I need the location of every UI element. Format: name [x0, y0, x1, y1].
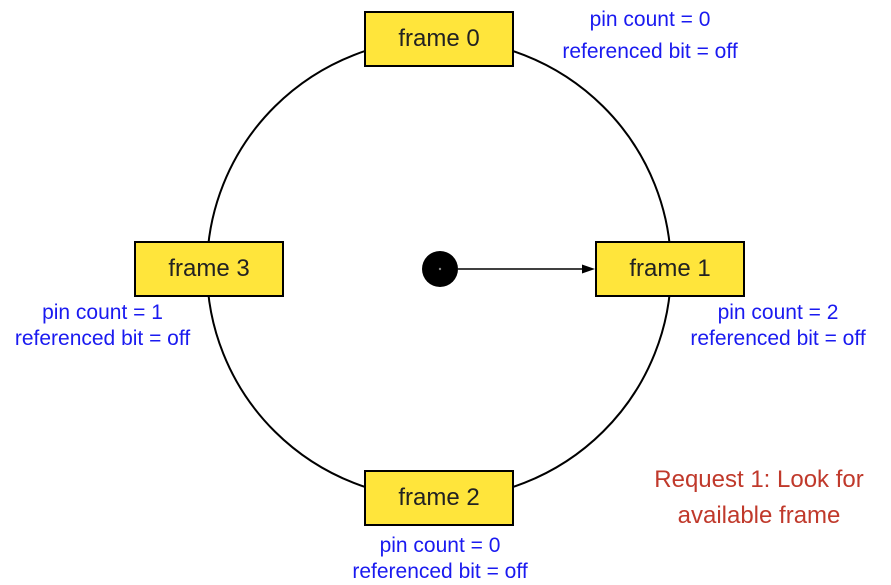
frame-1-info: pin count = 2 referenced bit = off	[668, 300, 888, 352]
frame-0-info: pin count = 0 referenced bit = off	[540, 7, 760, 65]
frame-2-box: frame 2	[364, 470, 514, 526]
clock-hand-arrowhead	[582, 264, 595, 274]
frame-2-info: pin count = 0 referenced bit = off	[330, 533, 550, 585]
request-note-line-1: Request 1: Look for	[654, 466, 864, 493]
clock-hub-dot	[438, 267, 442, 271]
frame-1-box: frame 1	[595, 241, 745, 297]
frame-2-referenced-bit: referenced bit = off	[352, 560, 528, 583]
frame-1-pin-count: pin count = 2	[717, 301, 839, 324]
frame-1-referenced-bit: referenced bit = off	[690, 327, 866, 350]
request-note-line-2: available frame	[677, 502, 841, 529]
request-note: Request 1: Look for available frame	[627, 462, 891, 534]
frame-3-pin-count: pin count = 1	[42, 301, 163, 324]
frame-0-referenced-bit: referenced bit = off	[562, 40, 738, 63]
frame-0-pin-count: pin count = 0	[589, 8, 711, 31]
frame-3-referenced-bit: referenced bit = off	[14, 327, 191, 350]
frame-2-pin-count: pin count = 0	[379, 534, 501, 557]
frame-3-info: pin count = 1 referenced bit = off	[0, 300, 205, 352]
frame-0-box: frame 0	[364, 11, 514, 67]
frame-3-box: frame 3	[134, 241, 284, 297]
